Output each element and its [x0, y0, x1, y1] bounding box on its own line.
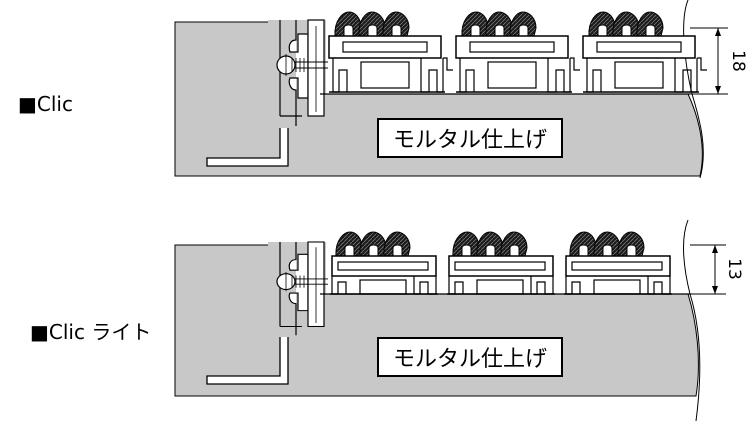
clic-section — [174, 0, 728, 179]
clic-lite-label: ■Clic ライト — [30, 320, 152, 344]
break-line — [683, 219, 701, 421]
dimension-18 — [690, 27, 728, 95]
edge-frame — [267, 19, 329, 129]
clic-lite-section — [174, 219, 726, 421]
edge-angle — [206, 245, 289, 385]
mortar-finish-label: モルタル仕上げ — [377, 118, 563, 158]
mat-modules — [330, 232, 672, 294]
dimension-label-18: 18 — [728, 50, 748, 72]
edge-angle — [206, 22, 289, 167]
dimension-13 — [690, 244, 726, 295]
mortar-finish-label: モルタル仕上げ — [377, 337, 563, 377]
edge-frame — [267, 241, 329, 338]
clic-label: ■Clic — [18, 92, 73, 116]
mat-modules — [329, 12, 707, 92]
dimension-label-13: 13 — [724, 258, 744, 280]
